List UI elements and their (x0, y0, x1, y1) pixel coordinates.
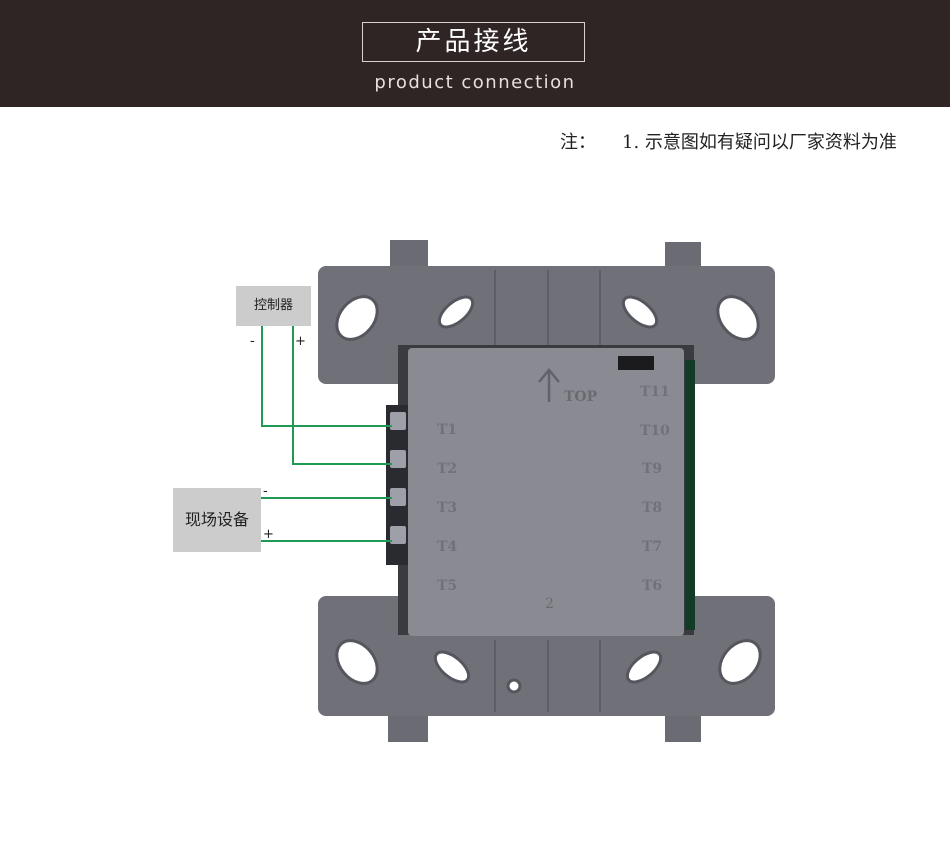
top-mount-holes (335, 295, 760, 341)
note: 注： 1. 示意图如有疑问以厂家资料为准 (560, 128, 897, 154)
bottom-plate-ribs (494, 640, 601, 712)
note-label: 注： (560, 132, 596, 153)
field-device-label: 现场设备 (173, 488, 261, 552)
wire-controller-plus (292, 326, 392, 465)
header-banner: 产品接线 product connection (0, 0, 950, 107)
terminal-label-t4: T4 (437, 539, 457, 555)
top-arrow-icon (538, 368, 560, 402)
screw-terminal-block (386, 405, 408, 565)
terminal-label-t9: T9 (642, 461, 662, 477)
field-plus-sign: + (263, 527, 274, 542)
terminal-label-t5: T5 (437, 578, 457, 594)
module-led-window (618, 356, 654, 370)
bottom-tab-left (388, 712, 428, 742)
note-text: 1. 示意图如有疑问以厂家资料为准 (622, 132, 897, 153)
terminal-label-t11: T11 (640, 384, 670, 400)
bottom-marking: 2 (545, 596, 554, 612)
page-subtitle: product connection (374, 72, 576, 93)
top-tab-right (665, 242, 701, 270)
controller-label: 控制器 (236, 286, 311, 326)
terminal-label-t2: T2 (437, 461, 457, 477)
field-minus-sign: - (263, 484, 268, 499)
controller-plus-sign: + (295, 334, 306, 349)
screw-terminals (390, 412, 406, 544)
terminal-label-t3: T3 (437, 500, 457, 516)
wires (261, 326, 392, 542)
top-marking: TOP (564, 389, 598, 405)
top-tab-left (390, 240, 428, 270)
terminal-label-t1: T1 (437, 422, 457, 438)
terminal-label-t6: T6 (642, 578, 662, 594)
top-plate-ribs (494, 270, 601, 345)
wire-controller-minus (261, 326, 392, 427)
module-body (408, 348, 684, 636)
terminal-label-t8: T8 (642, 500, 662, 516)
module-circuit-edge (685, 360, 695, 630)
controller-minus-sign: - (250, 334, 255, 349)
bottom-mount-holes (335, 639, 762, 694)
bottom-tab-right (665, 712, 701, 742)
terminal-label-t10: T10 (640, 423, 670, 439)
page-title: 产品接线 (362, 22, 585, 62)
terminal-label-t7: T7 (642, 539, 662, 555)
